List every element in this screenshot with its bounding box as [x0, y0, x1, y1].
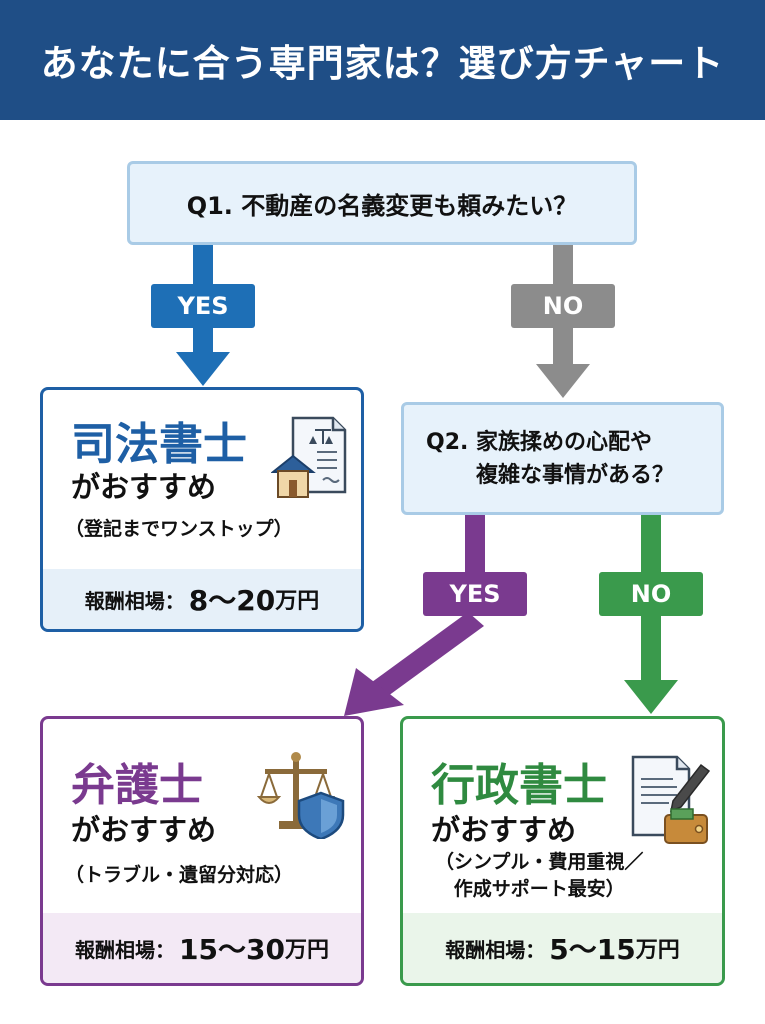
question-2-box: Q2. 家族揉めの心配や 複雑な事情がある？	[401, 402, 724, 515]
result-gyosei-recommend: がおすすめ	[431, 813, 577, 847]
page-title: あなたに合う専門家は？選び方チャート	[40, 42, 725, 85]
result-bengo-recommend: がおすすめ	[71, 813, 217, 847]
result-bengo-fee-label: 報酬相場：	[75, 937, 176, 962]
result-shiho-fee-unit: 万円	[275, 589, 320, 614]
result-shiho-card: 司法書士 がおすすめ （登記までワンストップ） 報酬相場： 8〜20 万円	[40, 387, 364, 632]
q1-yes-label: YES	[151, 284, 255, 328]
result-gyosei-fee: 報酬相場： 5〜15 万円	[403, 913, 722, 983]
result-bengo-fee: 報酬相場： 15〜30 万円	[43, 913, 361, 983]
q1-no-label: NO	[511, 284, 615, 328]
page-header: あなたに合う専門家は？選び方チャート	[0, 0, 765, 120]
result-shiho-recommend: がおすすめ	[71, 470, 217, 504]
result-bengo-note: （トラブル・遺留分対応）	[65, 864, 294, 886]
document-house-icon	[271, 416, 347, 498]
result-bengo-fee-value: 15〜30	[179, 933, 285, 966]
result-gyosei-fee-value: 5〜15	[549, 933, 636, 966]
result-gyosei-title: 行政書士	[431, 760, 607, 811]
q2-yes-label: YES	[423, 572, 527, 616]
result-bengo-fee-unit: 万円	[284, 938, 329, 963]
question-1-box: Q1. 不動産の名義変更も頼みたい？	[127, 161, 637, 245]
result-shiho-fee-label: 報酬相場：	[84, 588, 185, 613]
result-shiho-fee-value: 8〜20	[188, 584, 276, 617]
result-shiho-title: 司法書士	[71, 419, 247, 470]
question-1-text: Q1. 不動産の名義変更も頼みたい？	[186, 191, 578, 220]
question-2-line-1: Q2. 家族揉めの心配や	[426, 429, 653, 455]
result-gyosei-note-line-2: 作成サポート最安）	[453, 877, 625, 900]
result-gyosei-fee-label: 報酬相場：	[445, 937, 546, 962]
result-gyosei-card: 行政書士 がおすすめ （シンプル・費用重視／ 作成サポート最安） 報酬相場： 5…	[400, 716, 725, 986]
result-shiho-note: （登記までワンストップ）	[65, 518, 293, 540]
result-bengo-card: 弁護士 がおすすめ （トラブル・遺留分対応） 報酬相場： 15〜30 万円	[40, 716, 364, 986]
result-bengo-title: 弁護士	[71, 760, 203, 811]
scales-shield-icon	[256, 752, 345, 839]
result-gyosei-note-line-1: （シンプル・費用重視／	[435, 851, 644, 873]
result-shiho-fee: 報酬相場： 8〜20 万円	[43, 569, 361, 629]
result-gyosei-fee-unit: 万円	[635, 938, 680, 963]
document-pen-wallet-icon	[631, 755, 711, 844]
result-gyosei-note: （シンプル・費用重視／ 作成サポート最安）	[435, 849, 643, 902]
arrow-q2-yes	[344, 515, 485, 716]
q2-no-label: NO	[599, 572, 703, 616]
question-2-line-2: 複雑な事情がある？	[476, 462, 675, 488]
